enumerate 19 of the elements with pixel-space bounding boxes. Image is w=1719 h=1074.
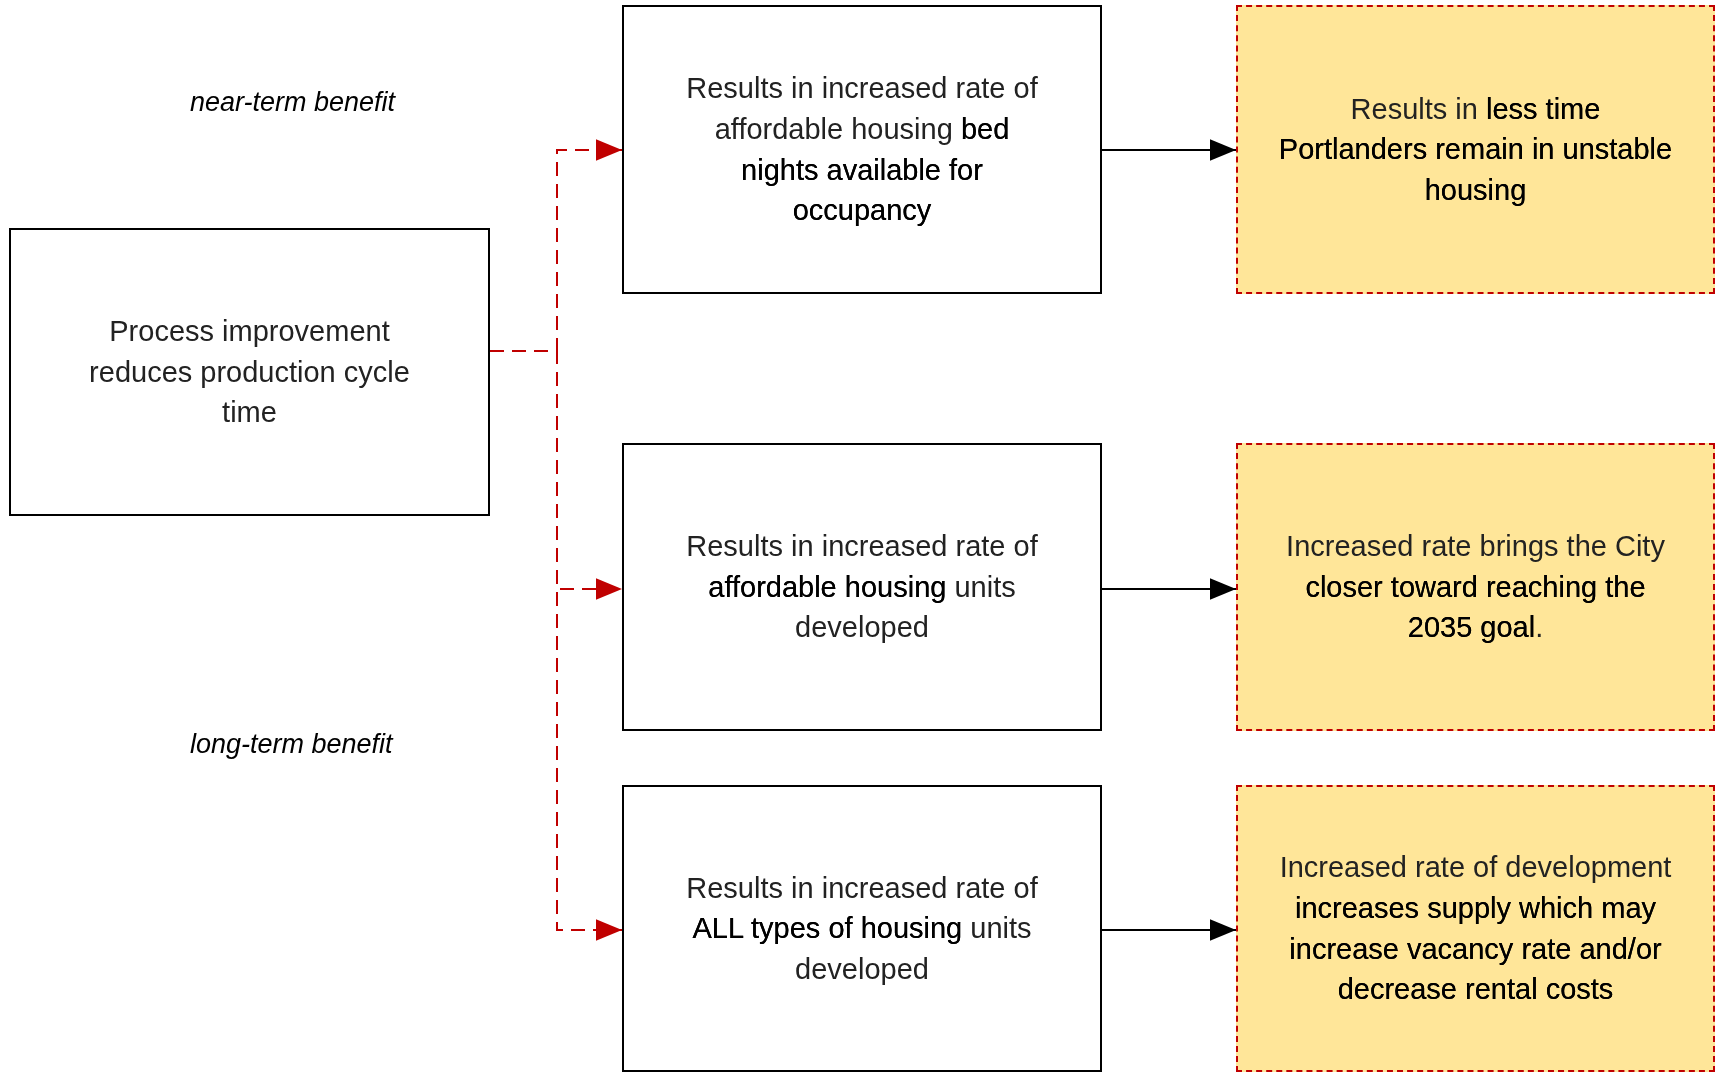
process-box — [622, 5, 1102, 294]
arrow — [1101, 919, 1237, 941]
outcome-box — [1236, 785, 1715, 1072]
outcome-box — [1236, 443, 1715, 731]
phase-label: long-term benefit — [190, 728, 393, 761]
box-text: Increased rate brings the City closer toward reaching the 2035 goal. — [1285, 529, 1666, 646]
arrow — [1101, 578, 1237, 600]
phase-label: near-term benefit — [190, 86, 396, 119]
process-box — [9, 228, 490, 516]
box-text: Results in increased rate of affordable housing bed nights available for occupancy — [685, 71, 1039, 229]
outcome-box — [1236, 5, 1715, 294]
process-box — [622, 443, 1102, 731]
box-text: Results in less time Portlanders remain in unstable housing — [1278, 91, 1673, 208]
arrow — [1101, 139, 1237, 161]
box-text: Results in increased rate of ALL types of housing units developed — [685, 870, 1039, 987]
box-text: Process improvement reduces production cycle time — [88, 314, 411, 431]
box-text: Results in increased rate of affordable housing units developed — [685, 529, 1039, 646]
process-box — [622, 785, 1102, 1072]
box-text: Increased rate of development increases supply which may increase vacancy rate and/or decrease rental costs — [1278, 850, 1673, 1008]
